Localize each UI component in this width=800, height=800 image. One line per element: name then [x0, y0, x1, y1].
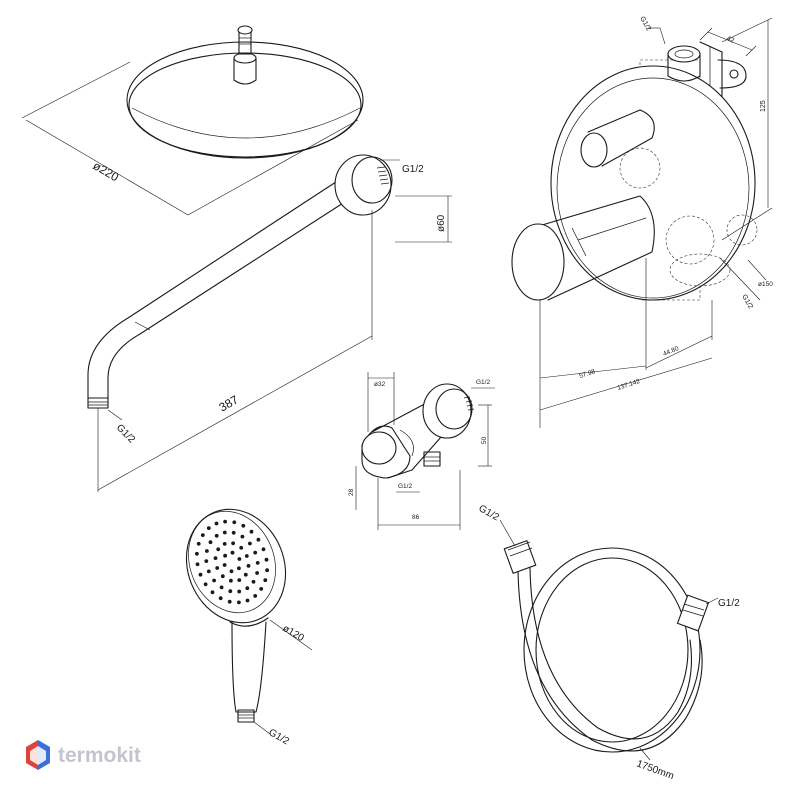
- connector-thread-bottom-label: G1/2: [398, 483, 412, 490]
- nozzle-dot: [255, 561, 260, 565]
- nozzle-dot: [215, 566, 220, 570]
- nozzle-dot: [206, 526, 211, 530]
- hose-thread-right-label: G1/2: [718, 598, 740, 609]
- nozzle-dot: [253, 550, 258, 555]
- hand-shower-dimensions: ø120 G1/2: [253, 619, 313, 748]
- head-diameter-dimension: ø220: [21, 61, 359, 216]
- nozzle-dot: [261, 547, 266, 552]
- nozzle-dot: [237, 589, 242, 594]
- nozzle-dot: [223, 519, 228, 524]
- nozzle-dot: [259, 587, 264, 591]
- nozzle-dot: [264, 557, 269, 562]
- hand-shower: [185, 508, 287, 723]
- nozzle-dot: [237, 557, 242, 561]
- nozzle-dot: [251, 579, 256, 584]
- nozzle-dot: [256, 537, 261, 542]
- nozzle-dot: [249, 529, 254, 534]
- mixer-5798-label: 57.98: [578, 368, 596, 380]
- nozzle-dot: [208, 540, 213, 545]
- nozzle-dot: [265, 568, 269, 573]
- nozzle-dot: [206, 569, 211, 574]
- nozzle-dot: [212, 578, 217, 583]
- nozzle-dot: [205, 549, 209, 553]
- nozzle-dot: [232, 520, 237, 525]
- nozzle-dot: [203, 582, 208, 587]
- nozzle-dot: [216, 547, 221, 552]
- mixer-42-label: 42: [725, 35, 735, 44]
- nozzle-dot: [195, 562, 200, 567]
- nozzle-dot: [200, 533, 205, 537]
- nozzle-dot: [230, 550, 235, 555]
- arm-length-label: 387: [217, 392, 242, 414]
- nozzle-dot: [237, 566, 241, 571]
- logo-hexagon-icon: [26, 740, 50, 770]
- hand-thread-label: G1/2: [267, 727, 292, 748]
- nozzle-dot: [222, 530, 227, 535]
- nozzle-dot: [246, 564, 251, 568]
- nozzle-dot: [255, 571, 259, 575]
- mixer-137-label: 137.142: [616, 378, 641, 392]
- nozzle-dot: [196, 541, 201, 546]
- nozzle-dot: [195, 551, 199, 556]
- termokit-logo: termokit: [26, 740, 141, 770]
- nozzle-dot: [245, 586, 250, 591]
- arm-dimensions: G1/2 ø60 387 G1/2: [97, 159, 452, 492]
- arm-height-label: ø60: [436, 214, 447, 232]
- shower-hose: [503, 539, 710, 753]
- nozzle-dot: [210, 590, 215, 595]
- nozzle-dot: [253, 594, 258, 598]
- nozzle-dot: [263, 578, 268, 583]
- nozzle-dot: [248, 541, 252, 546]
- nozzle-dot: [213, 556, 218, 560]
- nozzle-dot: [239, 545, 244, 550]
- nozzle-dot: [243, 572, 248, 577]
- hose-length-label: 1750mm: [635, 758, 675, 782]
- nozzle-dot: [222, 542, 227, 546]
- shower-head: [126, 25, 364, 159]
- nozzle-dot: [231, 530, 236, 535]
- mixer-thread-right-label: G1/2: [740, 294, 754, 311]
- nozzle-dot: [227, 599, 232, 604]
- connector-width-label: 86: [412, 514, 420, 521]
- nozzle-dot: [241, 523, 246, 528]
- nozzle-dot: [198, 572, 203, 577]
- nozzle-dot: [237, 600, 241, 605]
- logo-text: termokit: [58, 744, 141, 767]
- nozzle-dot: [240, 534, 245, 539]
- arm-thread-bottom-label: G1/2: [114, 422, 137, 445]
- connector-thread-top-label: G1/2: [476, 379, 490, 386]
- nozzle-dot: [228, 589, 233, 594]
- nozzle-dot: [218, 596, 223, 601]
- hose-thread-left-label: G1/2: [477, 503, 502, 524]
- nozzle-dot: [229, 569, 234, 574]
- nozzle-dot: [237, 578, 242, 582]
- nozzle-dot: [214, 533, 219, 538]
- nozzle-dot: [231, 541, 236, 546]
- concealed-mixer: [511, 41, 758, 301]
- nozzle-dot: [204, 559, 209, 563]
- nozzle-pattern: [195, 519, 269, 605]
- hand-diameter-label: ø120: [281, 623, 307, 644]
- nozzle-dot: [219, 585, 224, 590]
- connector-height-label: 50: [481, 436, 488, 444]
- connector-diameter-label: ø32: [374, 381, 386, 388]
- nozzle-dot: [220, 574, 225, 579]
- nozzle-dot: [222, 563, 227, 567]
- head-diameter-label: ø220: [91, 158, 122, 184]
- connector-dimensions: ø32 G1/2 50 28 G1/2 86: [348, 372, 495, 530]
- mixer-125-label: 125: [760, 100, 767, 112]
- nozzle-dot: [229, 578, 233, 583]
- wall-connector: [361, 383, 475, 479]
- nozzle-dot: [244, 554, 249, 558]
- nozzle-dot: [245, 598, 250, 603]
- nozzle-dot: [214, 521, 219, 526]
- shower-arm: [87, 154, 393, 409]
- nozzle-dot: [223, 553, 228, 558]
- mixer-plate-diameter-label: ø150: [758, 281, 773, 288]
- arm-thread-top-label: G1/2: [402, 164, 424, 175]
- mixer-thread-top-label: G1/2: [638, 16, 652, 33]
- connector-28-label: 28: [348, 488, 355, 496]
